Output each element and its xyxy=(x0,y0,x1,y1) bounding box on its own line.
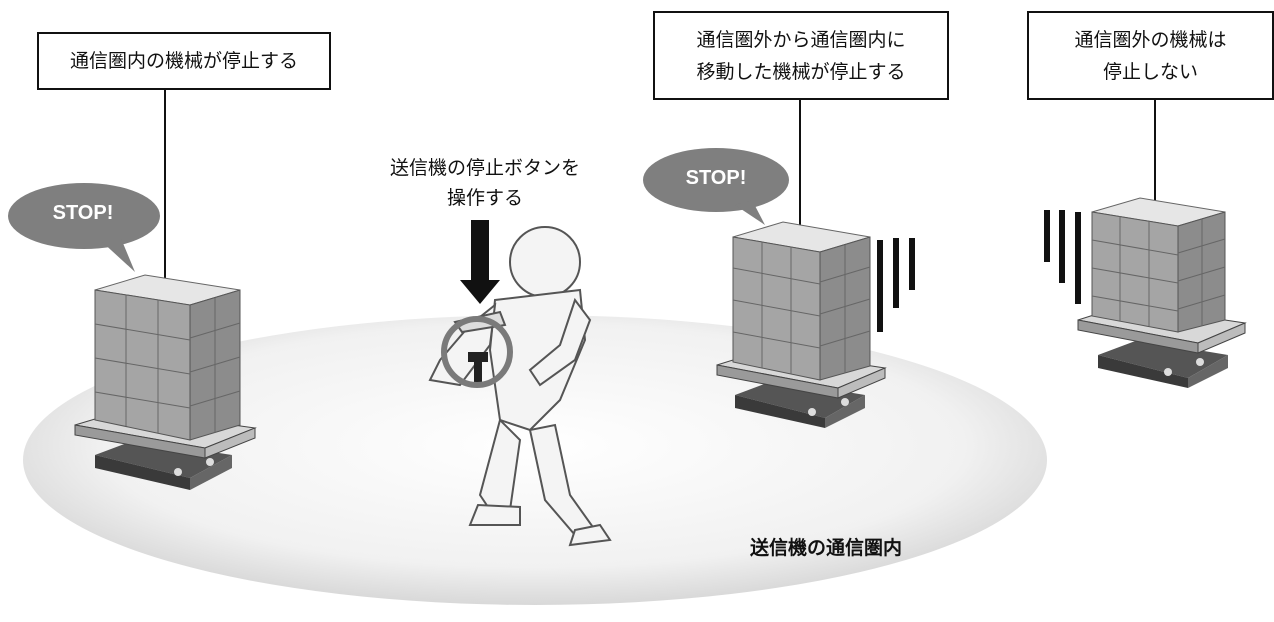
stop-bubble-text-middle: STOP! xyxy=(685,167,747,189)
callout-middle-line-2: 移動した機械が停止する xyxy=(696,60,906,83)
callout-box-left: 通信圏内の機械が停止する xyxy=(37,32,331,90)
agv-machine-left xyxy=(74,274,257,490)
callout-box-right: 通信圏外の機械は 停止しない xyxy=(1027,11,1274,100)
callout-right-line-1: 通信圏外の機械は xyxy=(1074,28,1227,51)
callout-box-middle: 通信圏外から通信圏内に 移動した機械が停止する xyxy=(653,11,949,100)
transmitter-instruction-line-1: 送信機の停止ボタンを xyxy=(389,157,580,179)
callout-right-line-2: 停止しない xyxy=(1102,60,1198,83)
stop-speech-bubble-left xyxy=(8,183,160,272)
transmitter-highlight-ring xyxy=(441,316,513,388)
agv-machine-middle xyxy=(716,221,887,428)
callout-left-line-1: 通信圏内の機械が停止する xyxy=(69,50,298,72)
range-label: 送信機の通信圏内 xyxy=(750,537,903,559)
stop-bubble-text-left: STOP! xyxy=(52,202,114,224)
press-arrow xyxy=(460,220,500,304)
motion-lines-right xyxy=(1044,210,1081,304)
agv-machine-right xyxy=(1077,197,1247,388)
transmitter-instruction-line-2: 操作する xyxy=(446,187,523,209)
transmitter-device xyxy=(468,352,488,382)
stop-speech-bubble-middle xyxy=(643,148,789,225)
motion-lines-middle xyxy=(877,238,915,332)
transmitter-instruction: 送信機の停止ボタンを 操作する xyxy=(360,153,610,213)
callout-middle-line-1: 通信圏外から通信圏内に xyxy=(696,28,906,51)
